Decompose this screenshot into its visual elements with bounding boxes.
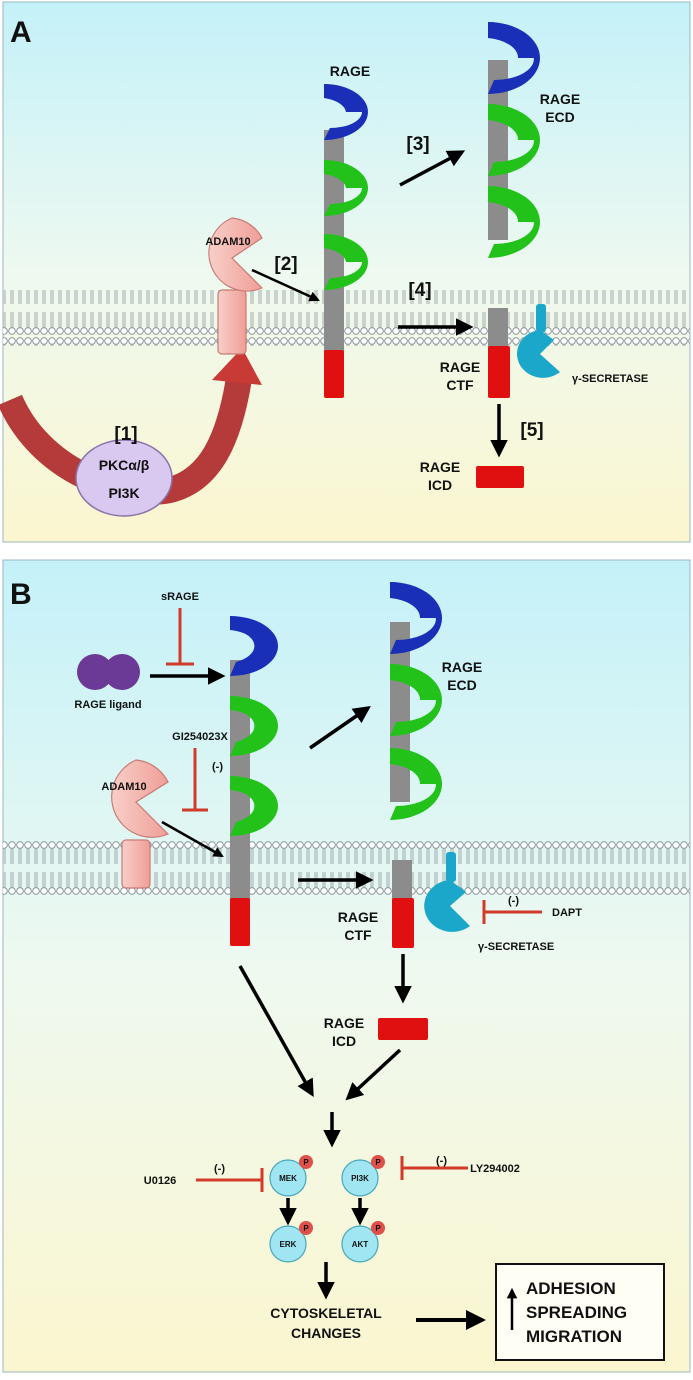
adhesion-label: ADHESION bbox=[526, 1279, 616, 1298]
adam10-stalk-b bbox=[121, 839, 151, 889]
gi254023x-label: GI254023X bbox=[172, 731, 228, 743]
signal-arrow-right bbox=[345, 1048, 402, 1101]
pi3k-node: PI3K P bbox=[341, 1155, 385, 1197]
panel-a: A PKCα/β PI3K [1] ADAM10 [2] RAGE bbox=[0, 1, 691, 543]
gi-minus-label: (-) bbox=[212, 761, 223, 773]
panel-b-letter: B bbox=[10, 578, 32, 611]
u0126-label: U0126 bbox=[144, 1175, 176, 1187]
rage-ctf-a-line2: CTF bbox=[446, 377, 474, 393]
erk-phospho: P bbox=[303, 1224, 309, 1233]
signal-arrow-left bbox=[238, 965, 314, 1098]
rage-ligand-label: RAGE ligand bbox=[74, 699, 141, 711]
ligand-circle-2 bbox=[104, 654, 140, 690]
migration-label: MIGRATION bbox=[526, 1327, 622, 1346]
rage-ecd-line2: ECD bbox=[545, 109, 575, 125]
u0126-minus-label: (-) bbox=[214, 1163, 225, 1175]
rage-icd-b bbox=[378, 1018, 428, 1040]
cell-membrane-a bbox=[3, 290, 690, 346]
panel-a-letter: A bbox=[10, 16, 32, 49]
step-3-label: [3] bbox=[406, 134, 429, 155]
dapt-label: DAPT bbox=[552, 907, 582, 919]
pi3k-phospho: P bbox=[375, 1158, 381, 1167]
adam10-head-a bbox=[208, 217, 264, 292]
mek-label: MEK bbox=[279, 1174, 297, 1183]
rage-icd-a-line1: RAGE bbox=[420, 459, 460, 475]
rage-icd-a bbox=[476, 466, 524, 488]
ly-minus-label: (-) bbox=[436, 1155, 447, 1167]
rage-icd-a-line2: ICD bbox=[428, 477, 452, 493]
mek-phospho: P bbox=[303, 1158, 309, 1167]
rage-receptor-b bbox=[230, 616, 278, 946]
rage-icd-b-line1: RAGE bbox=[324, 1015, 364, 1031]
rage-ctf-b-line2: CTF bbox=[344, 927, 372, 943]
rage-ctf-a-line1: RAGE bbox=[440, 359, 480, 375]
pi3k-label-b: PI3K bbox=[351, 1174, 369, 1183]
rage-ecd-b-line2: ECD bbox=[447, 677, 477, 693]
pkc-pi3k-node bbox=[75, 439, 173, 517]
rage-ctf-a bbox=[488, 346, 510, 398]
akt-phospho: P bbox=[375, 1224, 381, 1233]
cyto-line2: CHANGES bbox=[291, 1325, 361, 1341]
srage-label: sRAGE bbox=[161, 591, 199, 603]
gamma-secretase-label-b: γ-SECRETASE bbox=[478, 941, 554, 953]
rage-ecd-line1: RAGE bbox=[540, 91, 580, 107]
step-4-label: [4] bbox=[408, 280, 431, 301]
panel-b: B sRAGE RAGE ligand GI254023X (-) ADAM10 bbox=[2, 559, 691, 1373]
rage-ecd-b: RAGE ECD bbox=[390, 582, 482, 820]
gamma-secretase-b bbox=[424, 852, 470, 932]
adam10-stalk-a bbox=[217, 289, 247, 355]
adam10-head-b bbox=[111, 759, 170, 838]
ligand-circle-1 bbox=[77, 654, 113, 690]
mek-node: MEK P bbox=[269, 1155, 313, 1197]
ly-label: LY294002 bbox=[470, 1163, 520, 1175]
rage-ecd-b-line1: RAGE bbox=[442, 659, 482, 675]
step-2-arrow bbox=[251, 268, 320, 302]
rage-label: RAGE bbox=[330, 63, 370, 79]
pi3k-label-a: PI3K bbox=[108, 485, 139, 501]
step-2-label: [2] bbox=[274, 254, 297, 275]
step-1-label: [1] bbox=[114, 424, 137, 445]
pkc-label: PKCα/β bbox=[99, 457, 150, 473]
rage-ctf-tm-b bbox=[392, 860, 412, 900]
gamma-secretase-a bbox=[517, 304, 560, 378]
cell-membrane-b bbox=[3, 840, 690, 896]
rage-receptor-a: RAGE bbox=[324, 63, 370, 398]
rage-ecd-a: RAGE ECD bbox=[488, 22, 580, 258]
dapt-minus-label: (-) bbox=[508, 895, 519, 907]
erk-node: ERK P bbox=[269, 1221, 313, 1263]
adam10-cleave-arrow bbox=[161, 820, 224, 858]
gamma-secretase-label-a: γ-SECRETASE bbox=[572, 373, 648, 385]
rage-ctf-b-line1: RAGE bbox=[338, 909, 378, 925]
erk-label: ERK bbox=[280, 1240, 297, 1249]
rage-icd-b-line2: ICD bbox=[332, 1033, 356, 1049]
rage-ctf-b bbox=[392, 898, 414, 948]
rage-ctf-tm-a bbox=[488, 308, 508, 348]
akt-label: AKT bbox=[352, 1240, 369, 1249]
ecd-release-arrow bbox=[309, 706, 371, 750]
step-3-arrow bbox=[399, 150, 466, 187]
adam10-label-a: ADAM10 bbox=[205, 236, 250, 248]
spreading-label: SPREADING bbox=[526, 1303, 627, 1322]
cyto-line1: CYTOSKELETAL bbox=[270, 1305, 382, 1321]
activation-arrowhead bbox=[212, 348, 262, 385]
adam10-label-b: ADAM10 bbox=[101, 781, 146, 793]
step-5-label: [5] bbox=[520, 420, 543, 441]
outcome-box bbox=[495, 1263, 665, 1361]
akt-node: AKT P bbox=[341, 1221, 385, 1263]
